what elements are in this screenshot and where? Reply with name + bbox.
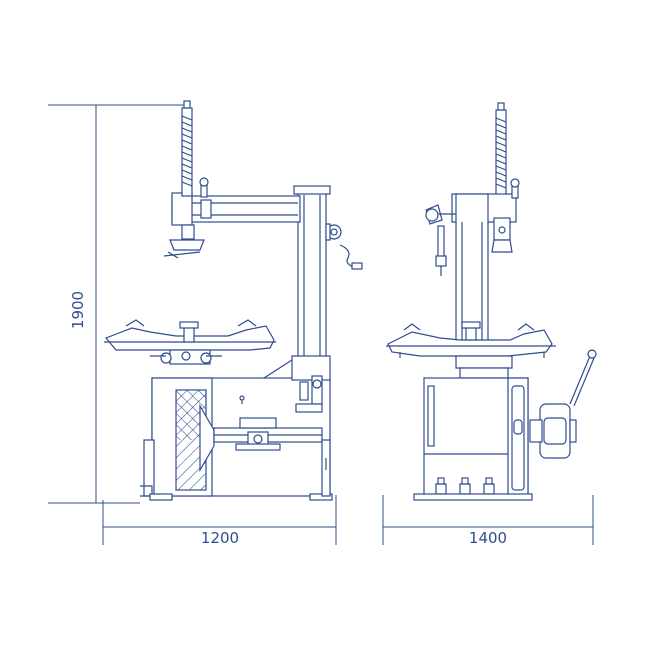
side-width-dimension: 1200: [102, 495, 337, 547]
side-mount-head: [169, 239, 205, 251]
height-dimension: 1900: [48, 104, 190, 504]
side-view: [104, 100, 363, 501]
front-column: [455, 193, 489, 343]
front-width-label: 1400: [469, 529, 507, 547]
height-dimension-label: 1900: [69, 291, 87, 329]
side-column: [297, 189, 327, 366]
side-width-label: 1200: [201, 529, 239, 547]
front-vertical-shaft: [495, 109, 507, 197]
front-turntable: [387, 329, 553, 357]
front-view: [386, 102, 597, 501]
side-air-regulator: [299, 381, 309, 401]
front-width-dimension: 1400: [382, 495, 594, 547]
